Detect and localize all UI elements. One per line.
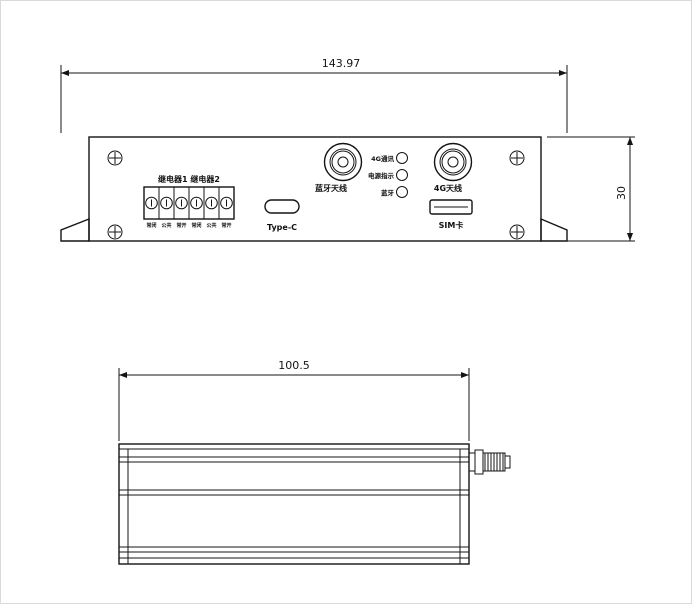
antenna-center-pin <box>337 156 349 168</box>
antenna-inner-ring <box>331 150 355 174</box>
terminal-label: 常闭 <box>191 222 201 229</box>
terminal-label: 公共 <box>161 222 171 229</box>
sim-slot-outline <box>429 199 473 215</box>
side-width-dimension-text: 100.5 <box>278 359 310 372</box>
led-power-icon <box>396 169 408 181</box>
screw-icon <box>107 150 123 166</box>
front-width-dimension: 143.97 <box>60 57 568 133</box>
side-body-outline <box>118 443 470 565</box>
front-panel-outline <box>88 136 542 242</box>
left-mounting-flange <box>60 217 90 242</box>
device-front-panel <box>60 136 568 242</box>
terminal-label: 常开 <box>221 222 231 229</box>
device-side-body <box>118 443 470 565</box>
led-label-4g: 4G通讯 <box>371 154 394 163</box>
type-c-port: Type-C <box>264 199 300 232</box>
screw-icon <box>107 224 123 240</box>
terminal-label: 常开 <box>176 222 186 229</box>
height-dimension-text: 30 <box>615 186 628 200</box>
led-indicators: 4G通讯 电源指示 蓝牙 <box>368 152 408 198</box>
antenna-4g-label: 4G天线 <box>434 183 462 193</box>
right-mounting-flange <box>540 217 568 242</box>
width-dimension-text: 143.97 <box>322 57 361 70</box>
led-label-power: 电源指示 <box>368 171 395 180</box>
antenna-mid-ring <box>329 148 357 176</box>
terminal-labels: 常闭 公共 常开 常闭 公共 常开 <box>146 222 231 229</box>
led-4g-icon <box>396 152 408 164</box>
antenna-outer-ring <box>323 142 363 182</box>
heatsink-fin-lines <box>119 456 469 559</box>
corner-screws <box>107 150 525 240</box>
relay-terminal-block: 继电器1 继电器2 <box>143 174 235 229</box>
side-width-dimension: 100.5 <box>118 359 470 441</box>
bluetooth-antenna-connector: 蓝牙天线 <box>315 142 363 193</box>
type-c-label: Type-C <box>267 223 297 232</box>
sim-card-slot: SIM卡 <box>429 199 473 230</box>
terminal-label: 公共 <box>206 222 216 229</box>
antenna-mid-ring <box>439 148 467 176</box>
antenna-inner-ring <box>441 150 465 174</box>
antenna-center-pin <box>447 156 459 168</box>
sim-label: SIM卡 <box>439 220 464 230</box>
side-view: 100.5 <box>118 359 511 565</box>
antenna-tip <box>504 455 511 469</box>
type-c-outline <box>264 199 300 214</box>
antenna-base <box>468 452 476 472</box>
led-bluetooth-icon <box>396 186 408 198</box>
thread-hatching <box>484 453 504 471</box>
front-height-dimension: 30 <box>547 136 635 242</box>
antenna-nut <box>474 449 484 475</box>
screw-icon <box>509 224 525 240</box>
led-label-bluetooth: 蓝牙 <box>381 188 395 197</box>
antenna-connector-side <box>468 449 511 475</box>
relay-label: 继电器1 继电器2 <box>158 174 220 184</box>
terminal-cells <box>143 186 235 220</box>
front-view: 143.97 30 <box>60 57 635 242</box>
screw-icon <box>509 150 525 166</box>
antenna-outer-ring <box>433 142 473 182</box>
terminal-label: 常闭 <box>146 222 156 229</box>
bluetooth-antenna-label: 蓝牙天线 <box>315 183 347 193</box>
antenna-4g-connector: 4G天线 <box>433 142 473 193</box>
